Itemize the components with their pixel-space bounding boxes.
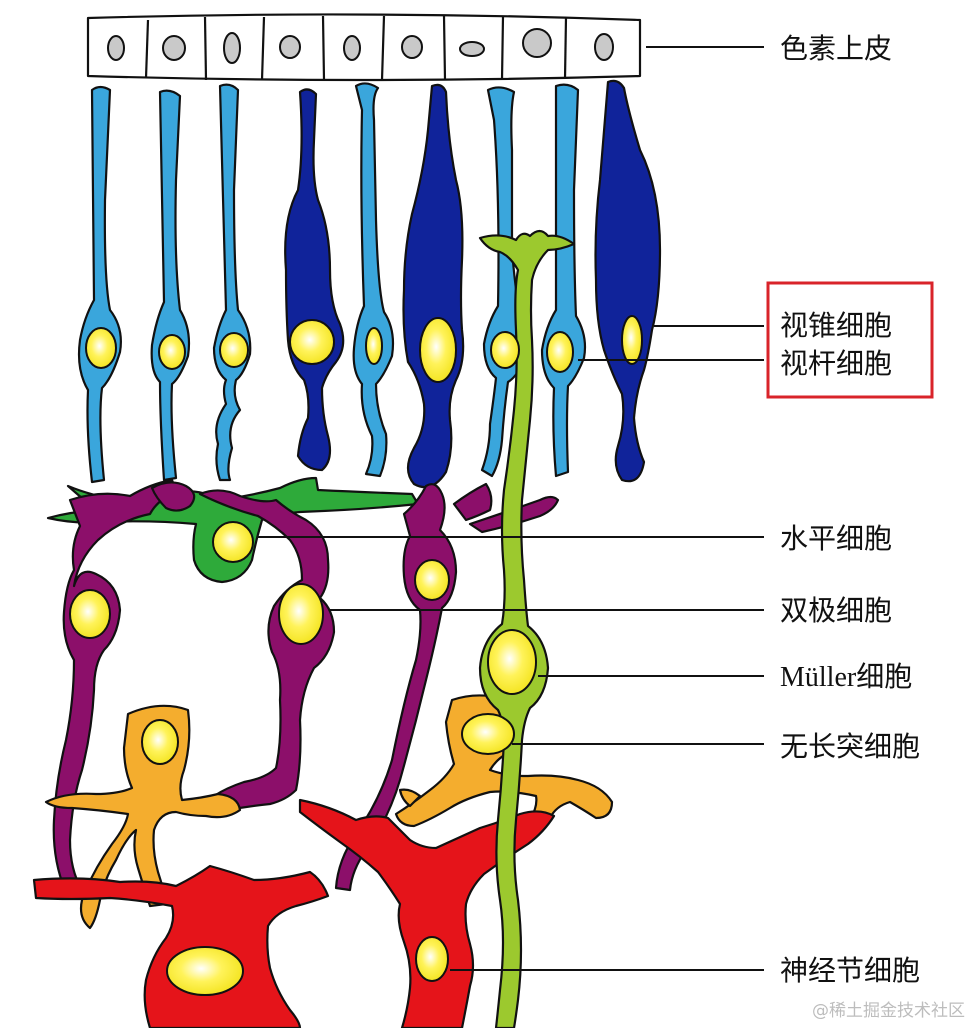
- pigment-epithelium-layer: [86, 13, 642, 82]
- label-pigment-epithelium: 色素上皮: [780, 33, 892, 65]
- label-ganglion-cell: 神经节细胞: [780, 955, 920, 987]
- leader-lines: [258, 46, 764, 971]
- label-muller-cell: Müller细胞: [780, 661, 912, 693]
- label-bipolar-cell: 双极细胞: [780, 595, 892, 627]
- highlight-box: [766, 281, 934, 399]
- rod-cells: [77, 82, 587, 484]
- labels: 色素上皮 视锥细胞 视杆细胞 水平细胞 双极细胞 Müller细胞 无长突细胞 …: [780, 33, 920, 987]
- ganglion-cells: [32, 798, 556, 1028]
- label-horizontal-cell: 水平细胞: [780, 523, 892, 555]
- label-cone-cell: 视锥细胞: [780, 310, 892, 342]
- label-amacrine-cell: 无长突细胞: [780, 731, 920, 763]
- cone-cells: [284, 79, 662, 489]
- cell-nuclei: [69, 315, 643, 996]
- muller-cell: [478, 229, 576, 1028]
- label-rod-cell: 视杆细胞: [780, 348, 892, 380]
- watermark: @稀土掘金技术社区: [812, 1001, 965, 1021]
